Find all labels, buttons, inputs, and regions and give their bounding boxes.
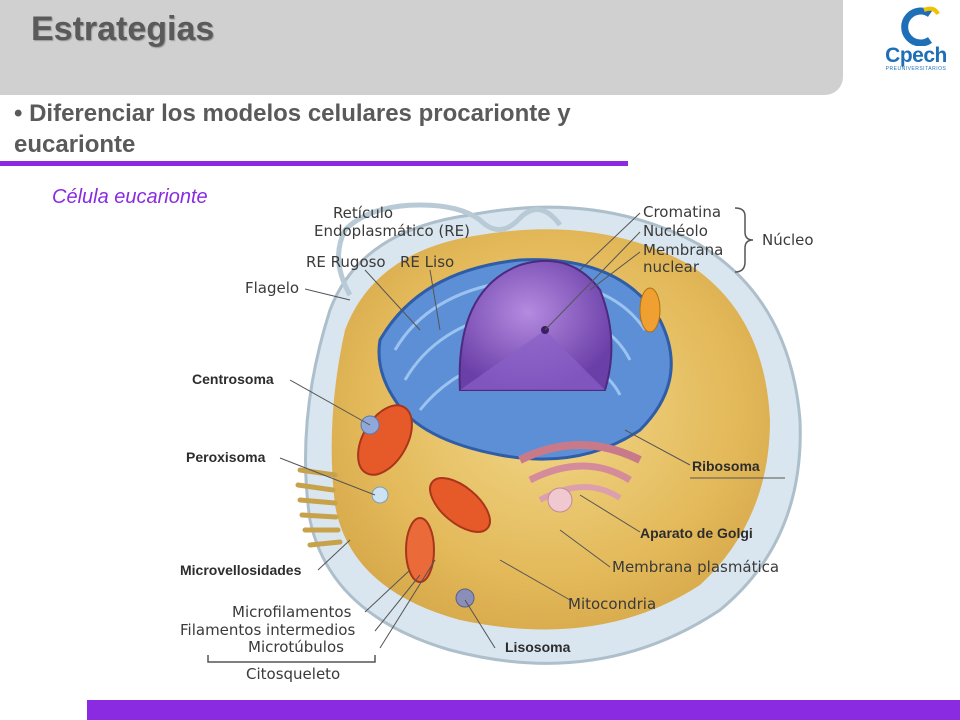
label-citosqueleto: Citosqueleto bbox=[246, 665, 340, 683]
label-aparato-golgi: Aparato de Golgi bbox=[640, 525, 753, 541]
mitochondrion-shape bbox=[429, 477, 491, 533]
label-flagelo: Flagelo bbox=[245, 279, 299, 297]
section-label: Célula eucarionte bbox=[52, 186, 208, 208]
logo-wordmark: Cpech bbox=[885, 44, 947, 67]
golgi-shape bbox=[518, 441, 642, 464]
label-cromatina: Cromatina bbox=[643, 203, 721, 221]
label-nucleo: Núcleo bbox=[762, 231, 814, 249]
leader-lines bbox=[279, 212, 785, 649]
label-centrosoma: Centrosoma bbox=[192, 371, 274, 387]
golgi-shape bbox=[528, 462, 632, 484]
logo-subtext: PREUNIVERSITARIOS bbox=[885, 66, 947, 72]
slide-subtitle: • Diferenciar los modelos celulares proc… bbox=[14, 100, 571, 158]
label-microvellosidades: Microvellosidades bbox=[180, 562, 302, 578]
header-banner bbox=[0, 0, 843, 95]
label-endoplasmatico: Endoplasmático (RE) bbox=[314, 222, 470, 240]
cpech-c-mark-icon bbox=[901, 6, 940, 47]
flagellum-shape bbox=[336, 202, 563, 297]
footer-bar bbox=[87, 700, 960, 720]
peroxisome-shape bbox=[371, 486, 389, 504]
label-nucleolo: Nucléolo bbox=[643, 222, 708, 240]
label-membrana-plasmatica: Membrana plasmática bbox=[612, 558, 779, 576]
lysosome-shape bbox=[455, 588, 475, 608]
nucleus-shape bbox=[458, 259, 613, 391]
label-ribosoma: Ribosoma bbox=[692, 458, 760, 474]
mitochondrion-shape bbox=[405, 517, 435, 583]
label-nuclear: nuclear bbox=[643, 258, 700, 276]
nucleus-bracket bbox=[734, 207, 754, 273]
label-mitocondria: Mitocondria bbox=[568, 595, 656, 613]
label-re-liso: RE Liso bbox=[400, 253, 454, 271]
citosqueleto-bracket bbox=[207, 655, 376, 663]
title-underline bbox=[0, 161, 628, 166]
vesicle-shape bbox=[547, 487, 573, 513]
vesicle-shape bbox=[639, 287, 661, 333]
label-microtubulos: Microtúbulos bbox=[248, 638, 344, 656]
label-microfilamentos: Microfilamentos bbox=[232, 603, 352, 621]
cpech-logo: Cpech PREUNIVERSITARIOS bbox=[878, 6, 954, 72]
label-membrana: Membrana bbox=[643, 241, 723, 259]
label-re-rugoso: RE Rugoso bbox=[306, 253, 386, 271]
slide-title: Estrategias bbox=[31, 10, 215, 48]
label-lisosoma: Lisosoma bbox=[505, 639, 571, 655]
label-filamentos-intermedios: Filamentos intermedios bbox=[180, 621, 355, 639]
label-peroxisoma: Peroxisoma bbox=[186, 449, 266, 465]
label-reticulo: Retículo bbox=[333, 204, 393, 222]
nucleus-cut-face bbox=[460, 330, 605, 390]
